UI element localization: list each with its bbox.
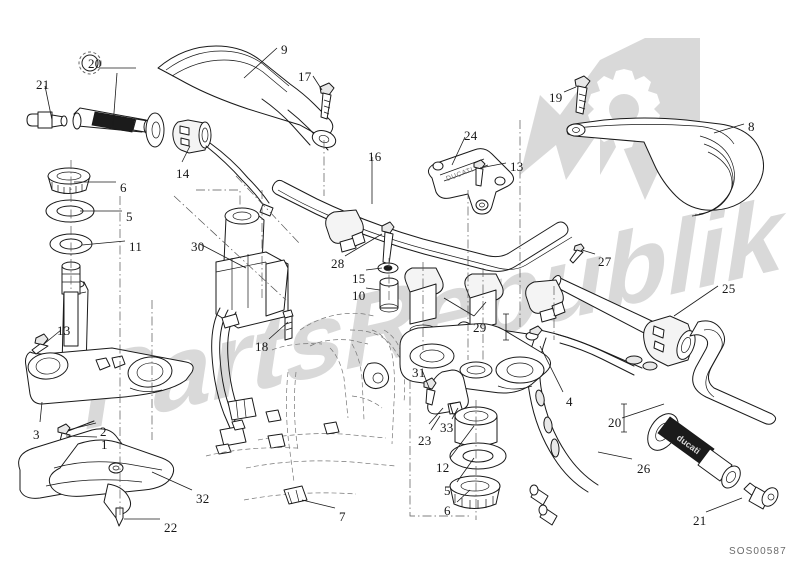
callout-24: 24 [464,128,478,143]
callout-25: 25 [722,281,736,296]
callout-9: 9 [281,42,288,57]
callout-10: 10 [352,288,366,303]
callout-29: 29 [473,320,487,335]
bracket-marks [100,67,627,433]
leader-lines [39,47,745,520]
callout-31: 31 [412,365,426,380]
left-grip-assembly [26,107,274,217]
drawing-code: SOS00587 [729,546,787,557]
callout-33: 33 [440,420,454,435]
callout-21: 21 [36,77,50,92]
callout-20: 20 [88,56,102,71]
callout-11: 11 [129,239,143,254]
callout-26: 26 [637,461,651,476]
callout-30: 30 [191,239,205,254]
callout-20-circle [78,51,102,75]
callout-18: 18 [255,339,269,354]
callout-12: 12 [436,460,450,475]
callout-27: 27 [598,254,612,269]
callout-6: 6 [444,503,451,518]
callout-23: 23 [418,433,432,448]
handlebar-risers-29 [325,209,566,342]
ignition-switch-30 [211,207,289,455]
callout-4: 4 [566,394,573,409]
callout-19: 19 [549,90,563,105]
callout-20-circle-inner [81,54,99,72]
callout-5: 5 [444,483,451,498]
mirror-right [566,117,764,217]
callout-13: 13 [510,159,524,174]
screw-27 [569,243,585,264]
bolt-17 [319,82,335,120]
callout-21: 21 [693,513,707,528]
callout-20: 20 [608,415,622,430]
callout-14: 14 [176,166,190,181]
bolt-28-washer-15-spacer-10 [377,221,399,313]
center-lines [70,120,555,520]
handlebar-clamp-24: DUCATI [428,148,514,215]
mirror-left [157,45,337,151]
callout-32: 32 [196,491,210,506]
callout-13: 13 [57,323,71,338]
callout-28: 28 [331,256,345,271]
callout-1: 1 [101,437,108,452]
top-yoke-plate [399,323,551,415]
callout-7: 7 [339,509,346,524]
bolt-19 [574,75,591,115]
callout-6: 6 [120,180,127,195]
callout-17: 17 [298,69,312,84]
right-controls: ducati [550,275,779,510]
callout-15: 15 [352,271,366,286]
callout-2: 2 [100,424,107,439]
callout-22: 22 [164,520,178,535]
callout-16: 16 [368,149,382,164]
callout-8: 8 [748,119,755,134]
handlebar-16 [271,179,573,272]
screw-18 [282,309,294,341]
callout-3: 3 [33,427,40,442]
bearing-stack-right [449,406,507,509]
frame-ghost [205,313,406,505]
lower-fork-assembly [18,279,194,527]
callout-5: 5 [126,209,133,224]
